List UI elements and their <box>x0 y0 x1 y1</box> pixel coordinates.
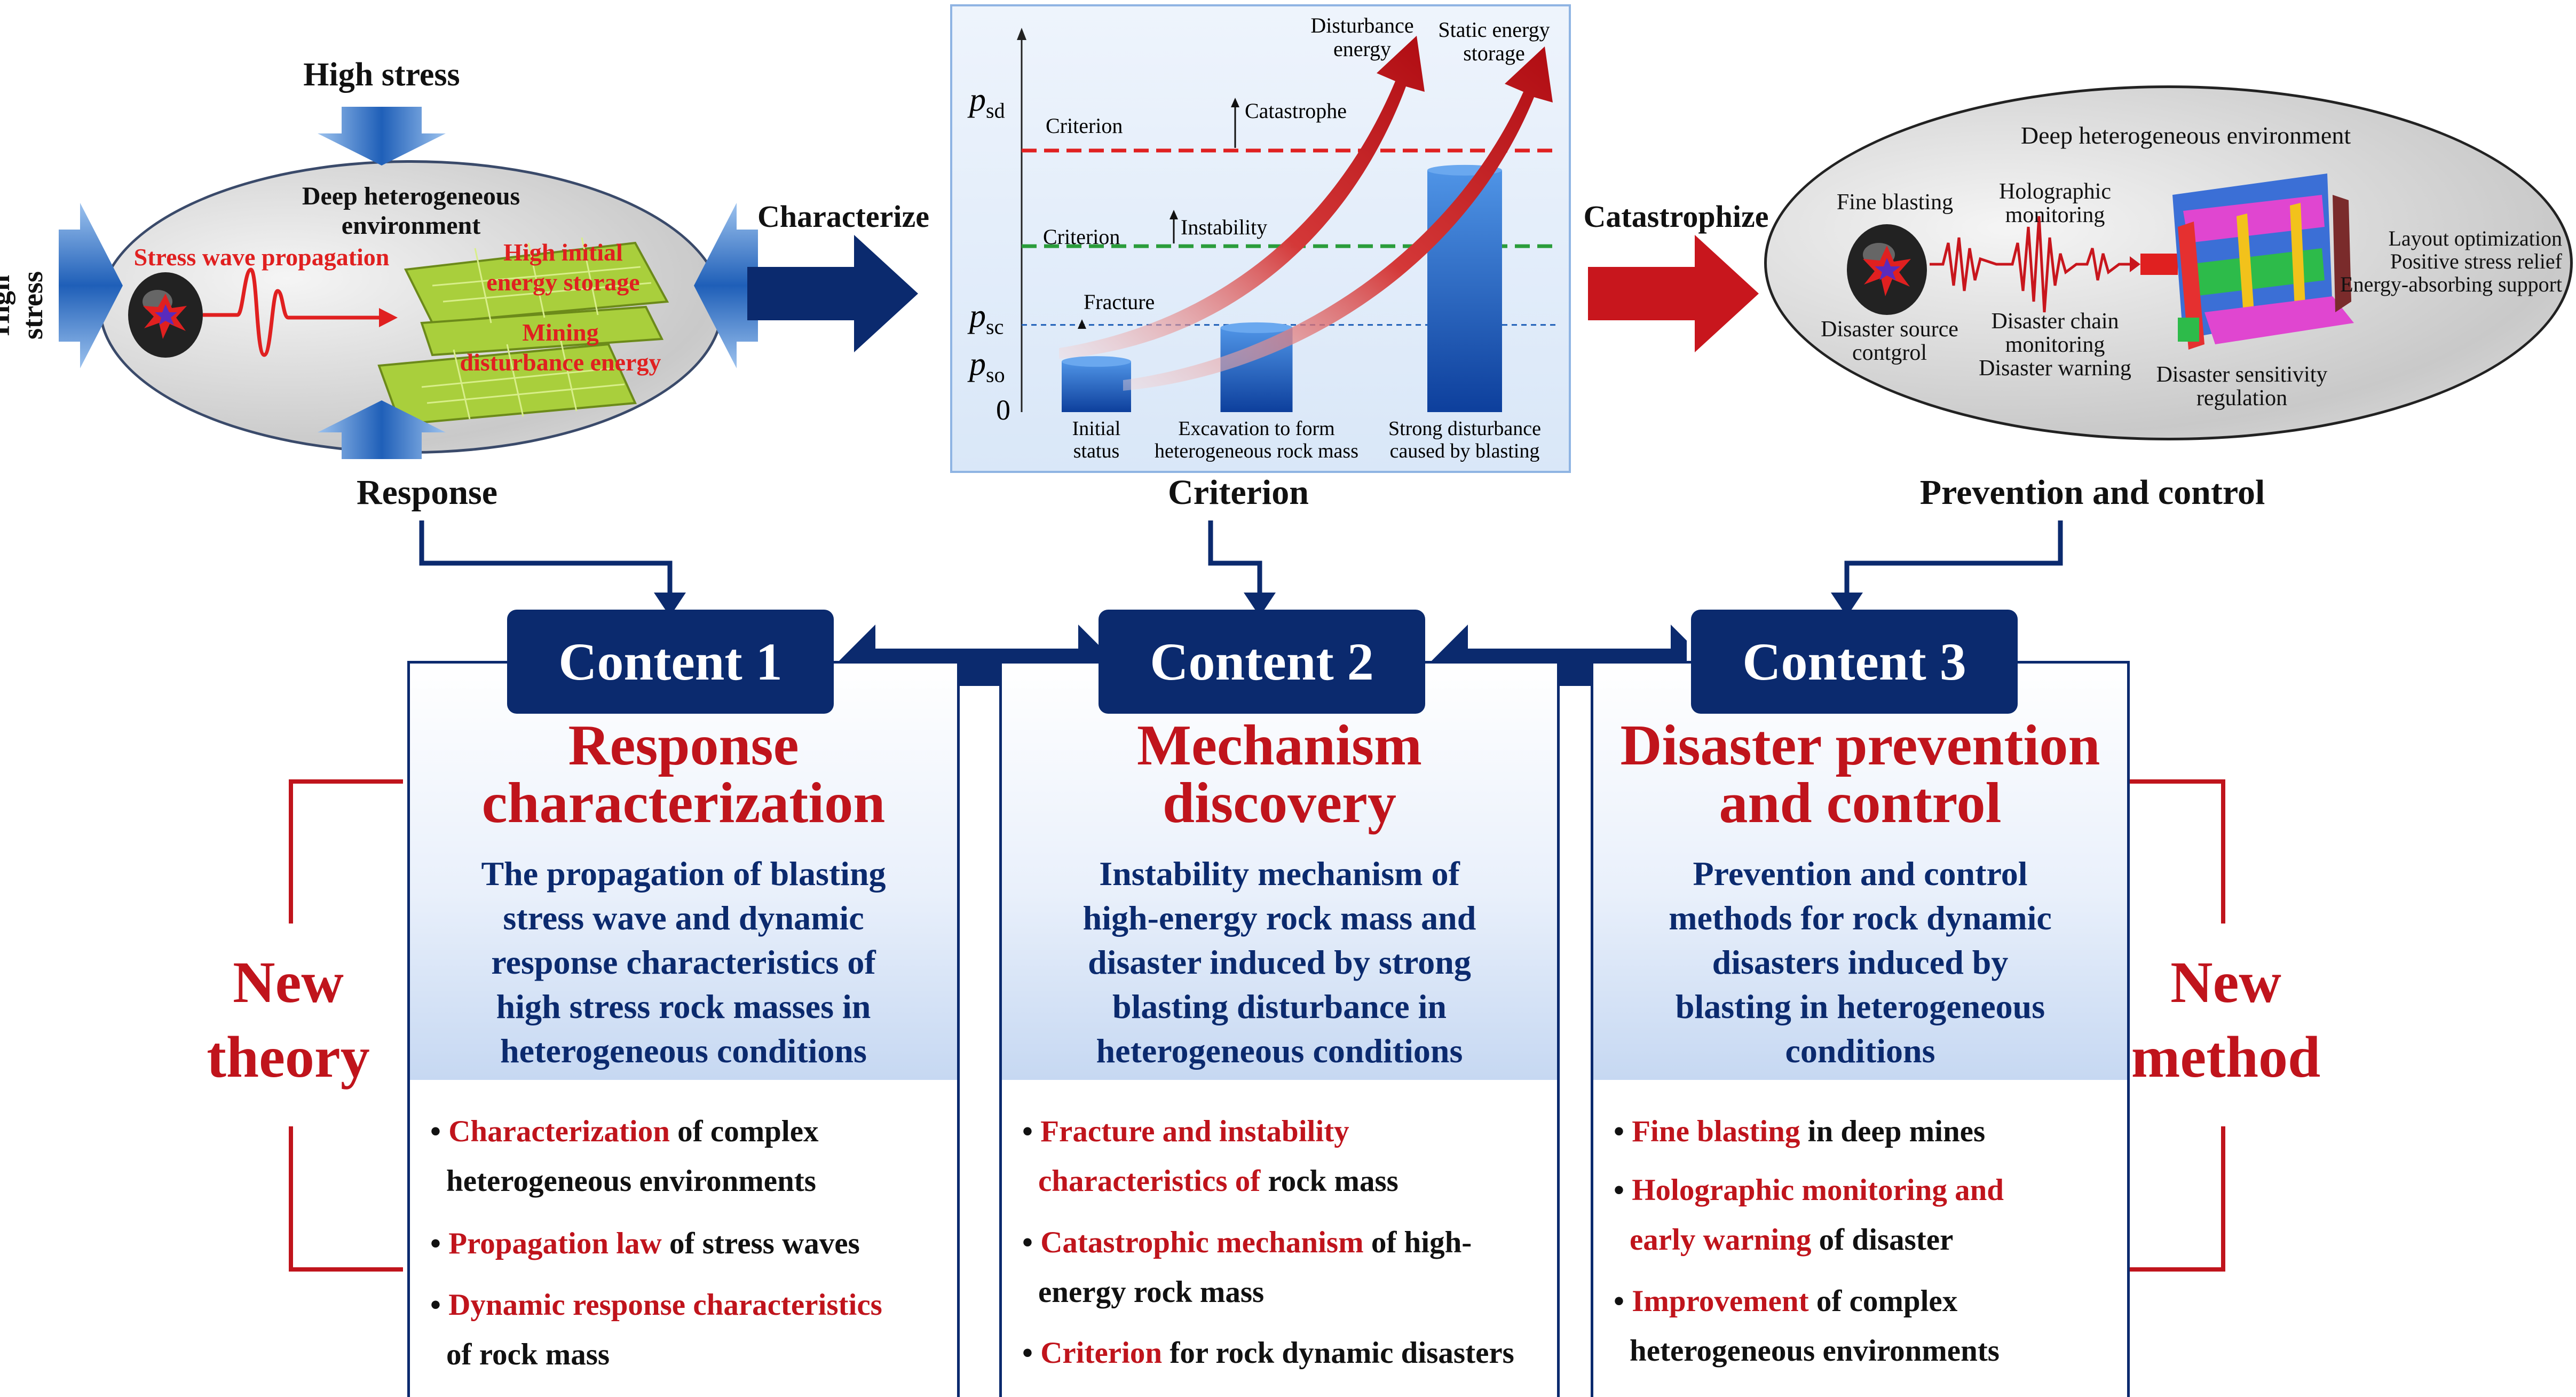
mining-disturbance-label: Mining disturbance energy <box>460 319 661 376</box>
stress-arrow-right <box>694 203 758 368</box>
response-caption: Response <box>356 473 498 512</box>
connector-arrows <box>419 520 2063 617</box>
high-stress-top-label: High stress <box>303 57 460 93</box>
instability-label: Instability <box>1181 215 1268 239</box>
stage-arrowhead-0 <box>1078 319 1086 329</box>
criterion-chart: psd psc pso 0 Criterion Criterion Catast… <box>950 4 1571 473</box>
y-axis-arrowhead <box>1017 28 1026 40</box>
bar-top-0 <box>1062 356 1131 367</box>
chart-svg <box>1017 28 1558 412</box>
bar-top-1 <box>1220 322 1293 333</box>
content2-header: Content 2 <box>1099 610 1425 714</box>
prevention-environment-label: Deep heterogeneous environment <box>2020 122 2351 149</box>
stage-arrowhead-1 <box>1170 210 1178 219</box>
connector-prevention <box>1844 520 2063 595</box>
catastrophe-label: Catastrophe <box>1245 99 1347 123</box>
criterion-lower-label: Criterion <box>1043 225 1120 249</box>
catastrophize-label: Catastrophize <box>1583 199 1769 234</box>
response-environment-ellipse: Deep heterogeneous environment Stress wa… <box>99 160 723 454</box>
fracture-label: Fracture <box>1084 290 1155 314</box>
link-arrow-1-2 <box>833 625 1121 710</box>
criterion-caption: Criterion <box>1168 473 1309 512</box>
static-energy-arrow <box>1123 46 1553 391</box>
content3-header: Content 3 <box>1691 610 2018 714</box>
y-label-zero: 0 <box>996 394 1010 426</box>
fine-blast-icon <box>1847 224 1927 315</box>
content1-header: Content 1 <box>507 610 834 714</box>
right-bracket-top <box>2116 779 2225 924</box>
y-label-psc: psc <box>969 298 1004 339</box>
blast-source-icon <box>128 272 203 358</box>
stress-arrow-top <box>318 107 446 165</box>
holographic-wave-graphic <box>1930 216 2130 313</box>
prevention-graphics <box>1847 173 2354 350</box>
catastrophize-arrow <box>1588 235 1759 352</box>
disturbance-energy-arrow <box>1059 36 1425 359</box>
y-label-psd: psd <box>969 82 1005 123</box>
characterize-label: Characterize <box>757 199 930 234</box>
bar-0 <box>1062 361 1131 412</box>
high-stress-arrows <box>59 107 758 459</box>
prevention-caption: Prevention and control <box>1919 473 2265 512</box>
characterize-arrow <box>747 235 918 352</box>
y-label-pso: pso <box>969 346 1005 387</box>
right-bracket-bottom <box>2116 1126 2225 1272</box>
prevention-environment-ellipse: Deep heterogeneous environment Fine blas… <box>1764 85 2573 440</box>
response-environment-label: Deep heterogeneous environment <box>302 182 520 240</box>
stress-arrow-left <box>59 203 123 368</box>
left-bracket-top <box>289 779 403 924</box>
fine-blasting-label: Fine blasting <box>1836 190 1954 215</box>
high-initial-energy-label: High initial energy storage <box>486 239 640 296</box>
connector-criterion <box>1208 520 1262 595</box>
stress-arrow-bottom <box>318 400 446 459</box>
criterion-upper-label: Criterion <box>1046 114 1123 138</box>
stress-wave-label: Stress wave propagation <box>133 243 390 271</box>
left-bracket-bottom <box>289 1126 403 1272</box>
support-structure-graphic <box>2140 173 2354 350</box>
stage-arrowhead-2 <box>1231 98 1239 107</box>
rock-mesh-graphic <box>128 237 669 426</box>
stress-wave-graphic <box>203 267 379 357</box>
connector-response <box>419 520 673 595</box>
side-brackets <box>289 779 2225 1272</box>
